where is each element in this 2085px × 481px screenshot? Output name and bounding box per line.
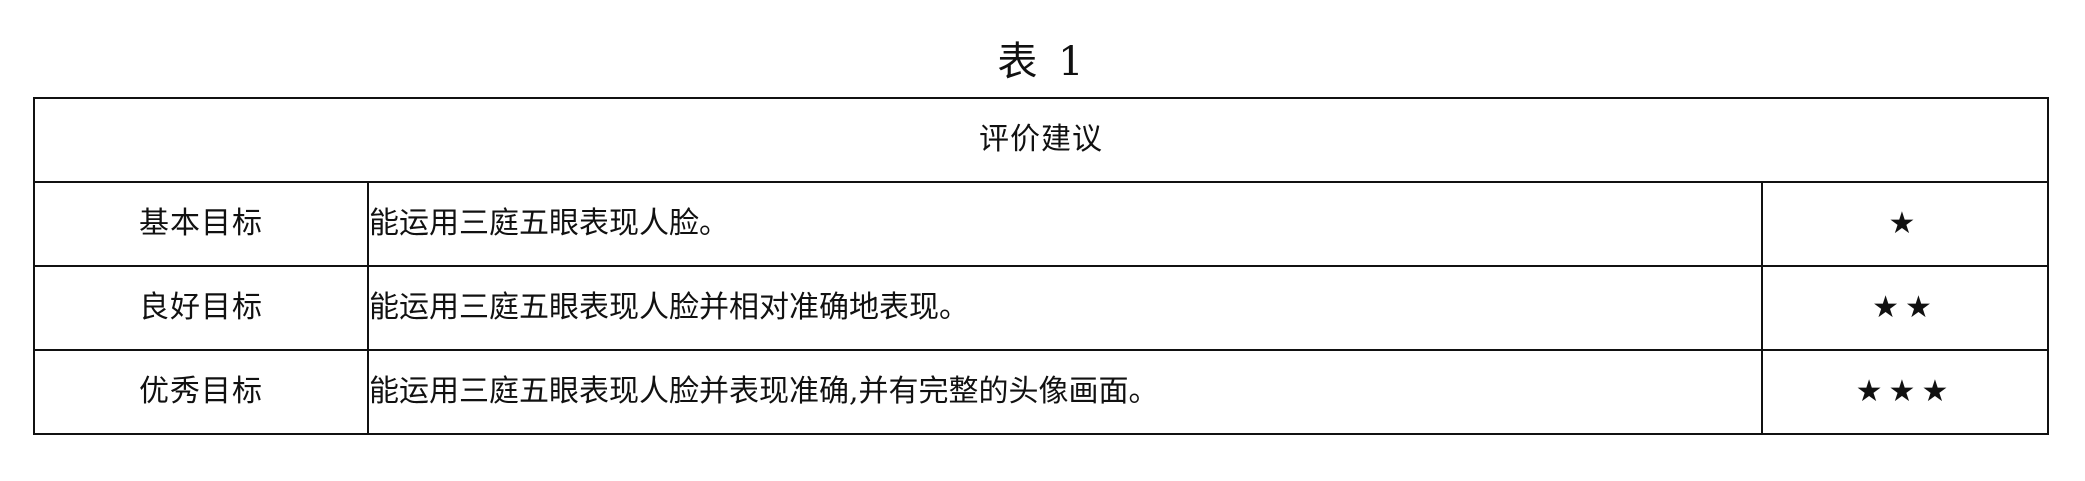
level-cell: 基本目标	[33, 181, 369, 267]
level-cell: 良好目标	[33, 265, 369, 351]
level-cell: 优秀目标	[33, 349, 369, 435]
star-rating: ★★	[1761, 265, 2049, 351]
table-row: 优秀目标 能运用三庭五眼表现人脸并表现准确,并有完整的头像画面。 ★★★	[33, 349, 2049, 435]
table-row: 基本目标 能运用三庭五眼表现人脸。 ★	[33, 181, 2049, 267]
table-caption: 表 1	[997, 39, 1088, 85]
table-header-cell: 评价建议	[33, 97, 2049, 183]
table-row: 良好目标 能运用三庭五眼表现人脸并相对准确地表现。 ★★	[33, 265, 2049, 351]
star-rating: ★	[1761, 181, 2049, 267]
table-header-row: 评价建议	[33, 97, 2049, 183]
description-cell: 能运用三庭五眼表现人脸并相对准确地表现。	[367, 265, 1763, 351]
evaluation-table: 评价建议 基本目标 能运用三庭五眼表现人脸。 ★ 良好目标 能运用三庭五眼表现人…	[33, 97, 2049, 435]
description-cell: 能运用三庭五眼表现人脸并表现准确,并有完整的头像画面。	[367, 349, 1763, 435]
description-cell: 能运用三庭五眼表现人脸。	[367, 181, 1763, 267]
star-rating: ★★★	[1761, 349, 2049, 435]
